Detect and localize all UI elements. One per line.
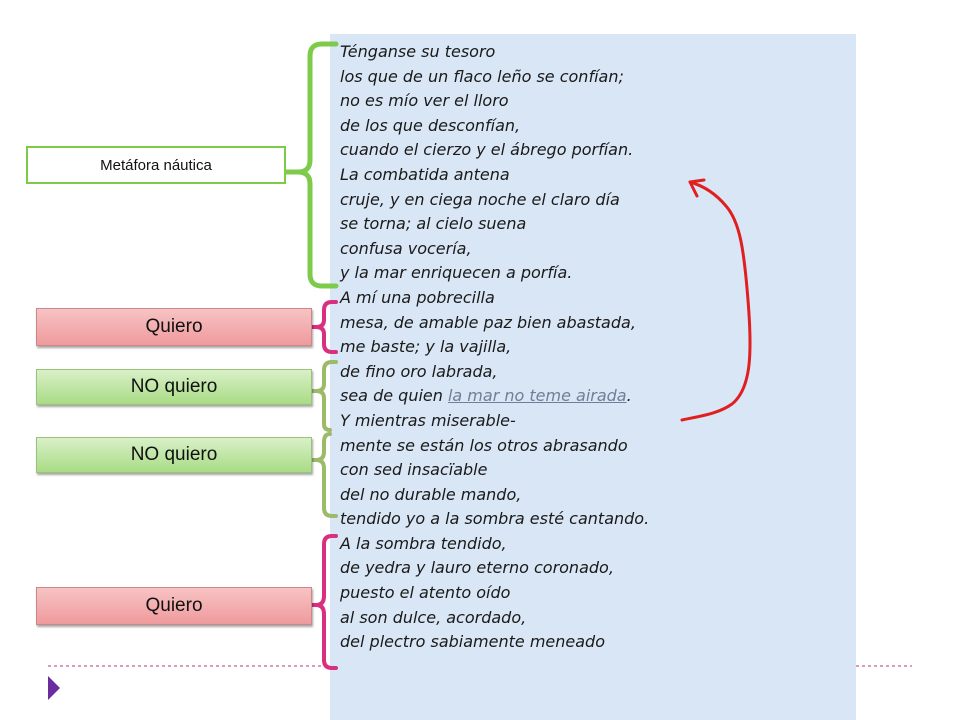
no-quiero-label-2: NO quiero [36, 437, 312, 473]
poem-line: confusa vocería, [340, 238, 472, 258]
poem-line: del plectro sabiamente meneado [340, 632, 605, 652]
poem-line: del no durable mando, [340, 484, 522, 504]
poem-line: me baste; y la vajilla, [340, 337, 512, 357]
quiero-label-1: Quiero [36, 308, 312, 346]
poem-line: de los que desconfían, [340, 115, 521, 135]
poem-line: no es mío ver el lloro [340, 91, 509, 111]
poem-line-with-link: sea de quien la mar no teme airada. [340, 384, 840, 409]
quiero-label-2: Quiero [36, 587, 312, 625]
poem-text: Ténganse su tesoro los que de un flaco l… [340, 40, 840, 655]
poem-line: de fino oro labrada, [340, 361, 498, 381]
poem-line: tendido yo a la sombra esté cantando. [340, 509, 650, 529]
poem-line: los que de un flaco leño se confían; [340, 66, 624, 86]
poem-line: Y mientras miserable- [340, 410, 516, 430]
poem-line: se torna; al cielo suena [340, 214, 527, 234]
poem-panel [330, 34, 856, 720]
poem-line: puesto el atento oído [340, 583, 511, 603]
poem-line: cuando el cierzo y el ábrego porfían. [340, 140, 634, 160]
poem-line: A la sombra tendido, [340, 533, 507, 553]
poem-line: Ténganse su tesoro [340, 42, 496, 61]
poem-line: y la mar enriquecen a porfía. [340, 263, 573, 283]
poem-line-prefix: sea de quien [340, 386, 448, 406]
metafora-nautica-label: Metáfora náutica [26, 146, 286, 184]
poem-line: con sed insacïable [340, 460, 488, 480]
poem-line: La combatida antena [340, 164, 510, 184]
poem-line: cruje, y en ciega noche el claro día [340, 189, 620, 209]
poem-line: mente se están los otros abrasando [340, 435, 628, 455]
poem-line-suffix: . [626, 386, 632, 406]
green-bracket [283, 41, 339, 289]
poem-line: mesa, de amable paz bien abastada, [340, 312, 636, 332]
no-quiero-label-1: NO quiero [36, 369, 312, 405]
poem-line: al son dulce, acordado, [340, 607, 527, 627]
poem-hyperlink[interactable]: la mar no teme airada [447, 386, 627, 406]
poem-line: A mí una pobrecilla [340, 287, 495, 307]
poem-line: de yedra y lauro eterno coronado, [340, 558, 614, 578]
slide-nav-triangle-icon [48, 676, 60, 700]
